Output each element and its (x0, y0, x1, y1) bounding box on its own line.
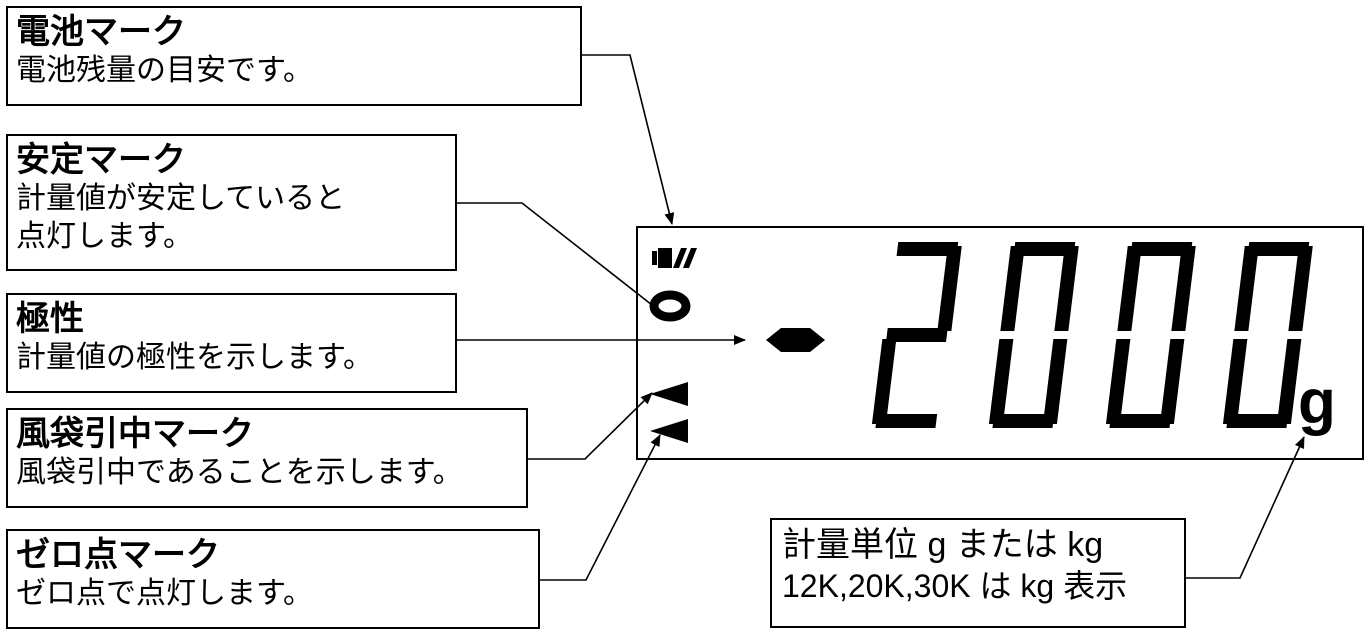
zero-callout: ゼロ点マーク ゼロ点で点灯します。 (6, 529, 540, 629)
digit-4-segment-a (1247, 242, 1310, 256)
stable-mark-icon (649, 290, 691, 322)
digit-3-segment-c (1159, 339, 1185, 424)
digit-2-segment-d (992, 414, 1055, 428)
battery-icon (652, 248, 697, 268)
digit-3-segment-f (1117, 246, 1142, 331)
tare-leader-line (528, 392, 653, 460)
digit-1-segment-d (875, 414, 938, 428)
digit-2-segment-f (1000, 246, 1025, 331)
unit-label: g (1298, 368, 1336, 437)
digit-1-segment-a (896, 242, 959, 256)
stable-mark-title: 安定マーク (16, 140, 186, 180)
tare-mark-title: 風袋引中マーク (16, 414, 254, 454)
digit-3-segment-d (1109, 414, 1172, 428)
digit-4-segment-f (1234, 246, 1259, 331)
tare-mark-desc: 風袋引中であることを示します。 (16, 455, 463, 490)
battery-mark-desc: 電池残量の目安です。 (16, 53, 313, 88)
digit-4-segment-c (1276, 339, 1302, 424)
tare-callout: 風袋引中マーク 風袋引中であることを示します。 (6, 408, 528, 508)
stable-mark-desc-line2: 点灯します。 (16, 219, 193, 254)
digit-2-segment-e (988, 339, 1014, 424)
stable-leader-line (457, 202, 653, 306)
tare-mark-icon (650, 382, 688, 406)
lcd-display: g (636, 226, 1364, 460)
digit-3-segment-e (1105, 339, 1131, 424)
minus-sign (766, 328, 825, 352)
polarity-desc: 計量値の極性を示します。 (16, 340, 373, 375)
polarity-callout: 極性 計量値の極性を示します。 (6, 293, 457, 393)
unit-leader-line (1186, 436, 1305, 579)
digit-2-segment-c (1042, 339, 1068, 424)
stable-mark-desc-line1: 計量値が安定していると (16, 181, 346, 216)
digit-3-segment-a (1130, 242, 1193, 256)
zero-mark-title: ゼロ点マーク (16, 535, 220, 575)
weight-reading-digits (871, 242, 1313, 428)
zero-mark-desc: ゼロ点で点灯します。 (16, 576, 313, 611)
battery-leader-line (582, 54, 675, 225)
unit-callout-line2: 12K,20K,30K は kg 表示 (782, 568, 1128, 604)
battery-mark-title: 電池マーク (16, 12, 186, 52)
polarity-title: 極性 (16, 299, 84, 339)
unit-callout-line1: 計量単位 g または kg (782, 526, 1104, 564)
digit-2-segment-b (1054, 246, 1079, 331)
zero-leader-line (540, 434, 661, 581)
digit-3-segment-b (1171, 246, 1196, 331)
digit-1-segment-b (937, 246, 962, 331)
zero-mark-icon (650, 419, 688, 443)
digit-4-segment-b (1288, 246, 1313, 331)
digit-1-segment-g (886, 328, 948, 342)
battery-callout: 電池マーク 電池残量の目安です。 (6, 6, 582, 106)
unit-callout: 計量単位 g または kg 12K,20K,30K は kg 表示 (770, 518, 1186, 628)
digit-2-segment-a (1013, 242, 1076, 256)
digit-4-segment-d (1226, 414, 1289, 428)
digit-1-segment-e (871, 339, 897, 424)
digit-4-segment-e (1222, 339, 1248, 424)
stable-callout: 安定マーク 計量値が安定していると 点灯します。 (6, 134, 457, 271)
